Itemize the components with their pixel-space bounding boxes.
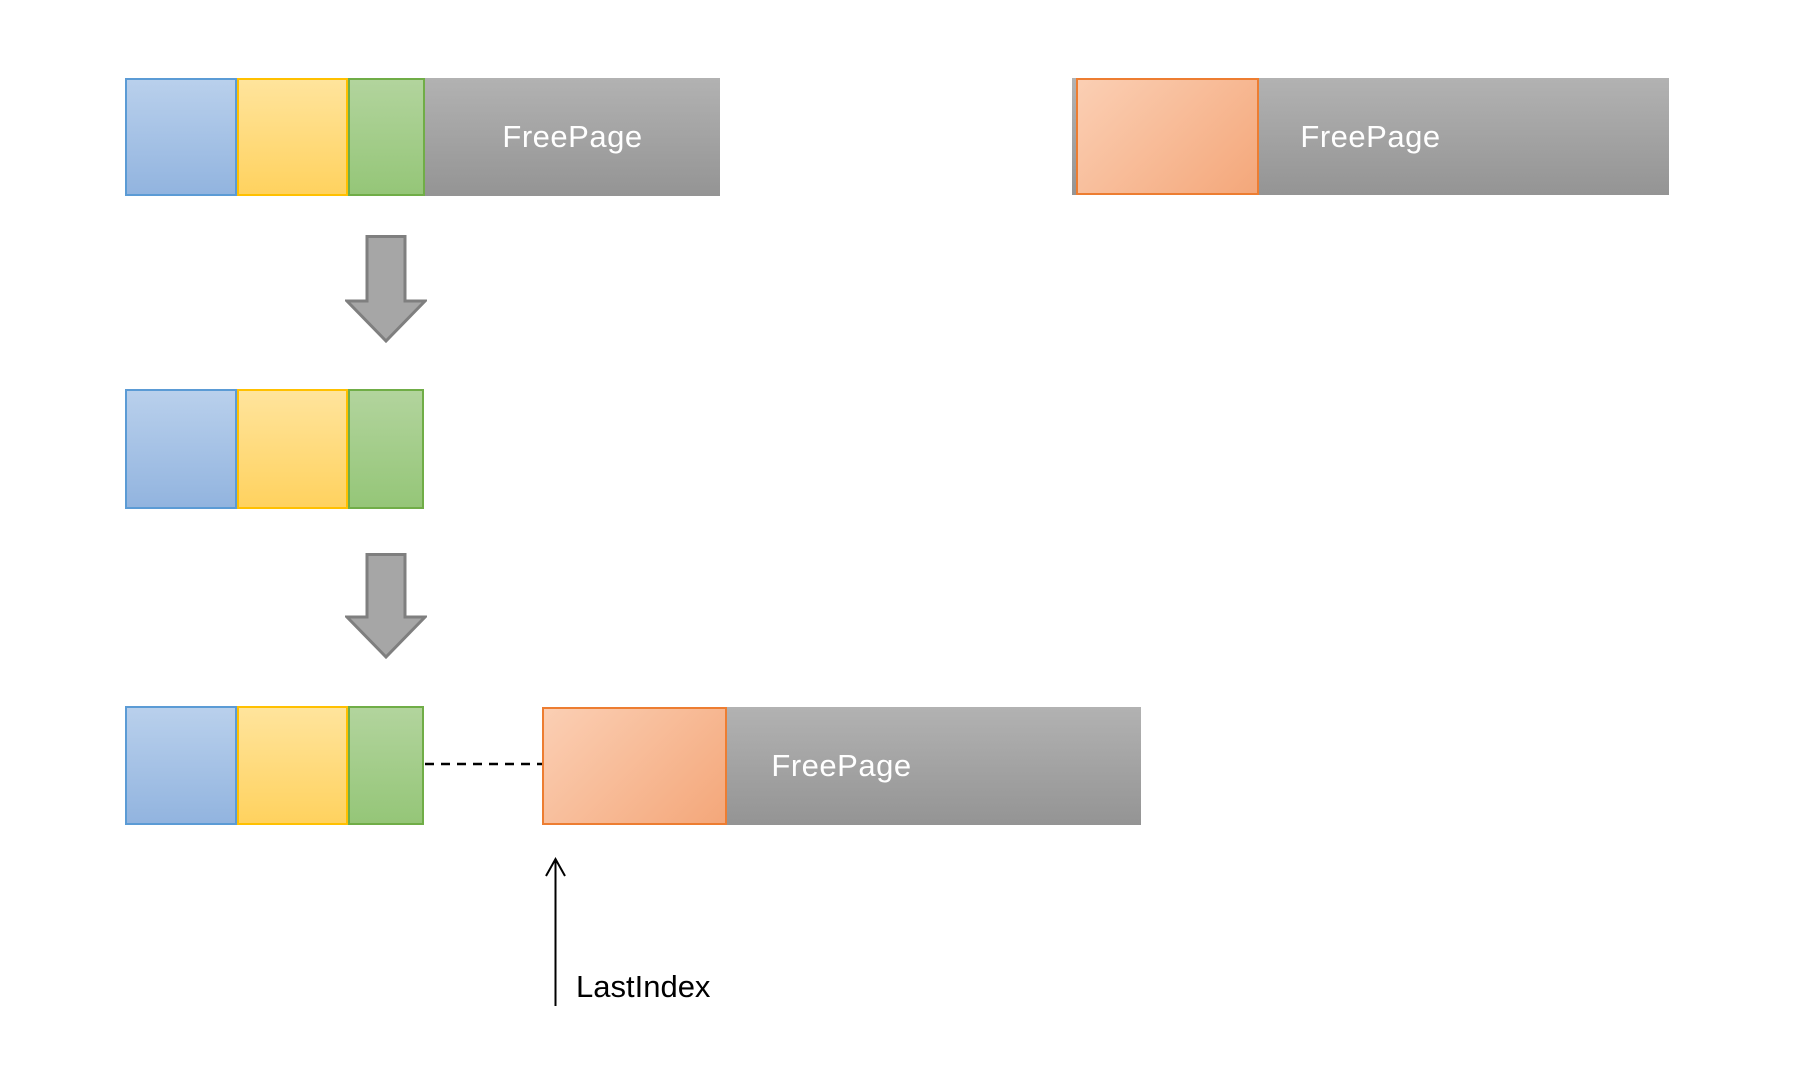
top-bar-free-page-segment: FreePage [425, 78, 720, 196]
bottom-bar-used-page-blue [125, 706, 237, 825]
last-index-label: LastIndex [576, 969, 711, 1004]
top-bar-used-page-yellow [237, 78, 348, 196]
top-right-free-page-bar: FreePage [1072, 78, 1669, 195]
last-index-pointer-icon [545, 856, 566, 1006]
bottom-free-page-bar: FreePage [542, 707, 1141, 825]
bottom-reclaimed-page-orange [542, 707, 727, 825]
bottom-bar-used-page-yellow [237, 706, 348, 825]
top-bar-used-page-green [348, 78, 425, 196]
bottom-bar-used-page-green [348, 706, 424, 825]
middle-bar-used-page-green [348, 389, 424, 509]
middle-bar-used-page-blue [125, 389, 237, 509]
down-arrow-icon [345, 235, 427, 343]
dashed-connector-line [425, 762, 543, 766]
top-right-reclaimed-page-orange [1076, 78, 1259, 195]
top-bar-used-page-blue [125, 78, 237, 196]
free-page-label: FreePage [771, 748, 912, 783]
middle-bar-used-page-yellow [237, 389, 348, 509]
free-page-label: FreePage [1300, 118, 1441, 154]
free-page-label: FreePage [502, 119, 643, 154]
down-arrow-icon [345, 553, 427, 659]
